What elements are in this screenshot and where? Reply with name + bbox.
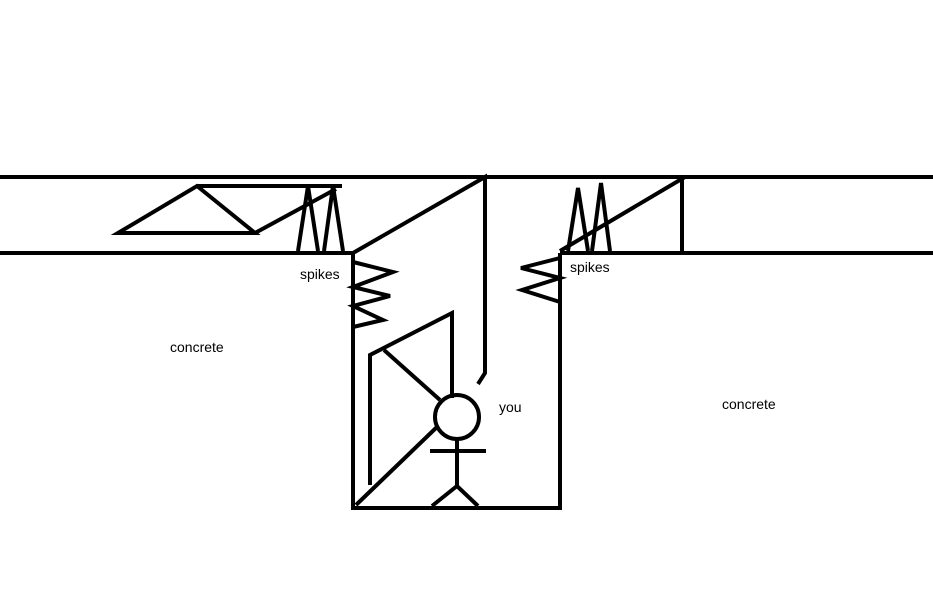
stick-figure-you (430, 393, 486, 508)
concrete-label-right: concrete (722, 396, 776, 412)
trapdoor-line-center (352, 173, 487, 386)
spikes-label-left: spikes (300, 266, 340, 282)
spike-top-right-2 (590, 182, 612, 252)
spike-top-left-2 (322, 185, 345, 252)
pit-door-frame (368, 309, 454, 485)
spike-top-left-1 (296, 185, 320, 252)
spike-top-right-1 (566, 187, 590, 252)
pit-long-diagonal (354, 424, 440, 507)
wall-spikes-right (515, 256, 568, 304)
trapdoor-right (558, 175, 693, 253)
you-label: you (499, 399, 522, 415)
pit-walls (351, 253, 562, 510)
concrete-label-left: concrete (170, 339, 224, 355)
trapdoor-left-diagonal (254, 187, 337, 235)
spikes-label-right: spikes (570, 259, 610, 275)
trapdoor-left-triangle (110, 183, 261, 235)
wall-spikes-left (346, 260, 400, 329)
pit-door-diagonal (382, 348, 442, 402)
